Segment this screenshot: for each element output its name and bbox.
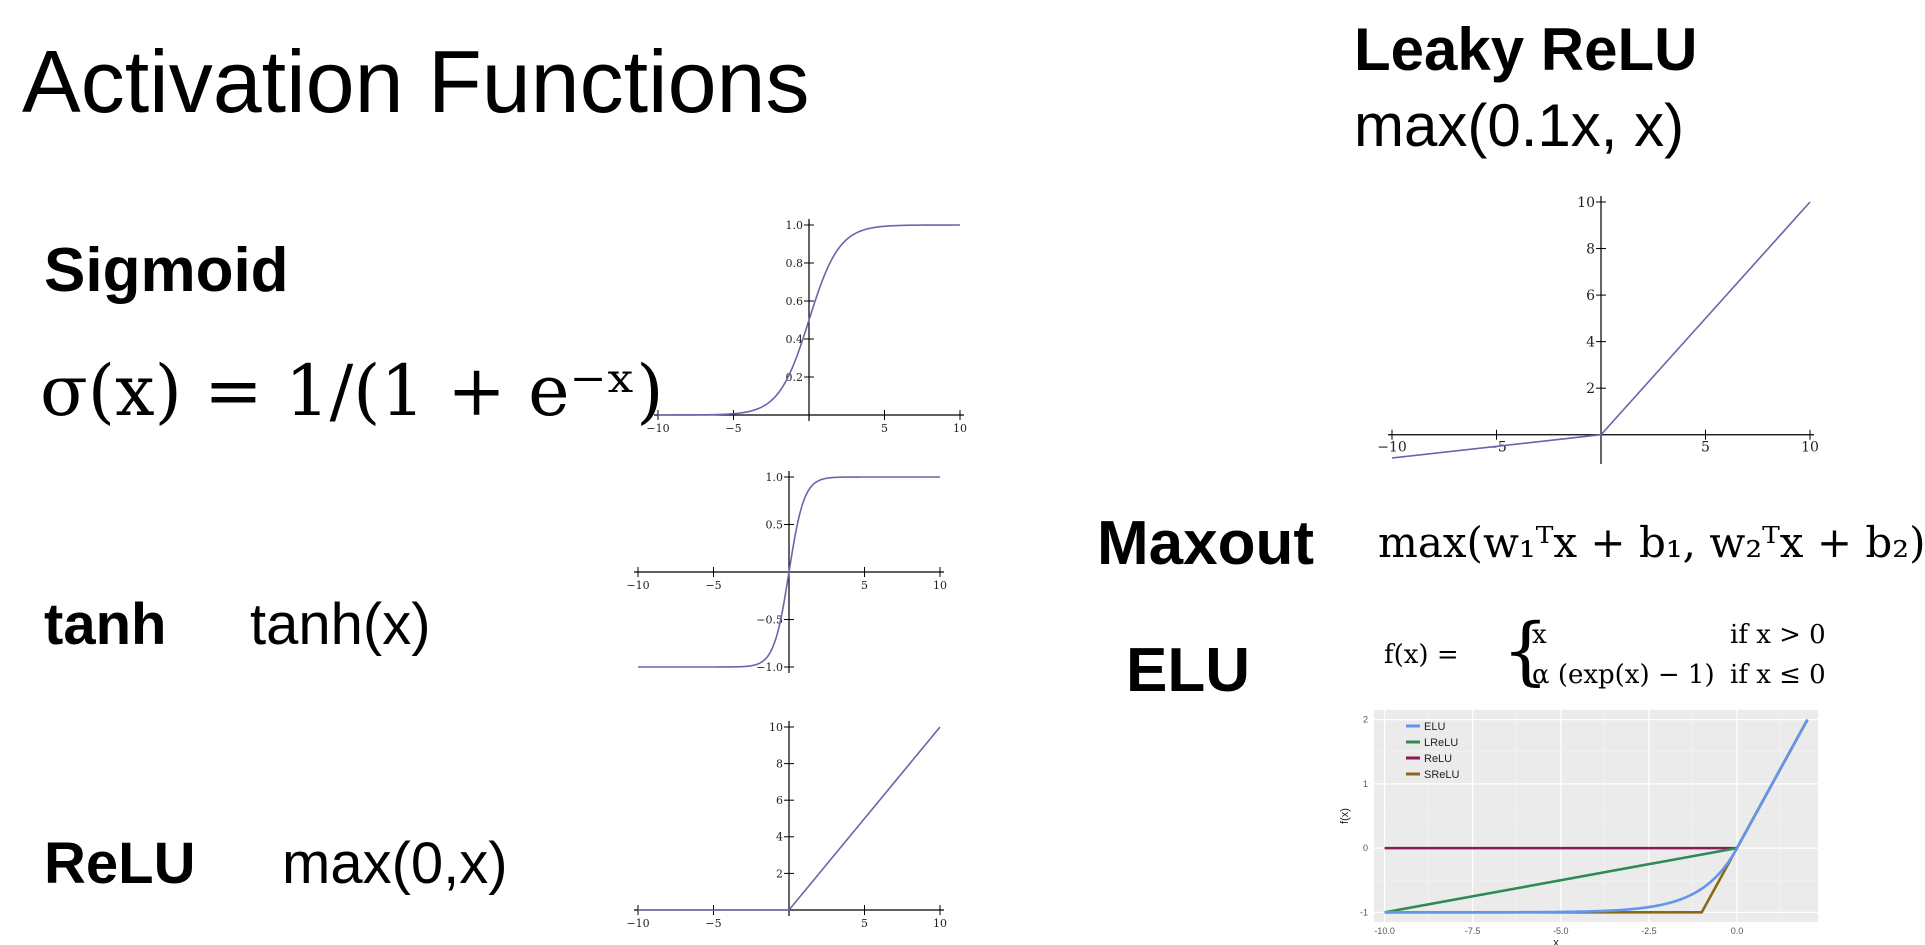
x-tick-label: 5 xyxy=(1701,440,1710,456)
legend-label-relu: ReLU xyxy=(1424,753,1452,765)
tanh-formula: tanh(x) xyxy=(250,592,431,657)
x-tick-label: -10.0 xyxy=(1374,926,1395,936)
x-tick-label: −10 xyxy=(646,422,669,435)
y-tick-label: 10 xyxy=(1577,195,1595,211)
elu-formula-cond2: if x ≤ 0 xyxy=(1730,660,1826,690)
y-tick-label: 0.4 xyxy=(786,333,804,346)
y-tick-label: 4 xyxy=(1586,335,1595,351)
elu-formula-case2: α (exp(x) − 1) xyxy=(1532,660,1715,690)
maxout-formula: max(w₁ᵀx + b₁, w₂ᵀx + b₂) xyxy=(1378,518,1925,567)
x-tick-label: −10 xyxy=(626,917,649,930)
y-tick-label: 2 xyxy=(776,867,783,880)
leaky-relu-formula: max(0.1x, x) xyxy=(1354,92,1685,159)
x-tick-label: 10 xyxy=(1801,440,1819,456)
x-tick-label: 5 xyxy=(861,917,868,930)
relu-name: ReLU xyxy=(44,831,196,896)
y-tick-label: 0.5 xyxy=(766,518,784,531)
y-tick-label: 10 xyxy=(769,721,783,734)
y-tick-label: 1.0 xyxy=(766,471,784,484)
legend-label-srelu: SReLU xyxy=(1424,769,1460,781)
relu-chart: −10 −5 5 10 2 4 6 8 10 xyxy=(626,721,947,930)
legend-label-lrelu: LReLU xyxy=(1424,737,1458,749)
x-tick-label: 0.0 xyxy=(1731,926,1744,936)
x-tick-label: −10 xyxy=(626,579,649,592)
leaky-relu-chart: −10 −5 5 10 2 4 6 8 10 xyxy=(1377,195,1819,464)
sigmoid-curve xyxy=(658,224,960,416)
relu-curve xyxy=(638,726,941,911)
elu-formula-case1: x xyxy=(1532,620,1547,650)
sigmoid-formula: σ(x) = 1/(1 + e⁻ˣ) xyxy=(40,350,664,432)
x-tick-label: 5 xyxy=(881,422,888,435)
slide-title: Activation Functions xyxy=(22,32,810,131)
maxout-name: Maxout xyxy=(1097,509,1314,578)
x-tick-label: −5 xyxy=(1486,440,1507,456)
elu-formula-brace: { xyxy=(1502,608,1550,694)
x-tick-label: −5 xyxy=(705,917,721,930)
x-tick-label: -2.5 xyxy=(1641,926,1657,936)
x-tick-label: 10 xyxy=(933,917,947,930)
y-tick-label: 4 xyxy=(776,831,783,844)
tanh-name: tanh xyxy=(44,592,167,657)
y-tick-label: 2 xyxy=(1586,381,1595,397)
series-elu-line xyxy=(1384,719,1809,914)
x-tick-label: −10 xyxy=(1377,440,1407,456)
y-tick-label: 1.0 xyxy=(786,219,804,232)
x-tick-label: 10 xyxy=(953,422,967,435)
y-tick-label: 0.8 xyxy=(786,257,804,270)
leaky-relu-name: Leaky ReLU xyxy=(1354,16,1698,83)
x-tick-label: −5 xyxy=(725,422,741,435)
tanh-curve xyxy=(638,476,940,668)
y-tick-label: 6 xyxy=(776,794,783,807)
relu-formula: max(0,x) xyxy=(282,831,508,896)
x-axis-label: x xyxy=(1553,937,1559,945)
x-tick-label: -7.5 xyxy=(1465,926,1481,936)
y-tick-label: 0.6 xyxy=(786,295,804,308)
x-tick-label: 10 xyxy=(933,579,947,592)
y-axis-label: f(x) xyxy=(1339,808,1351,824)
leaky_relu-curve xyxy=(1391,201,1811,459)
y-tick-label: −0.5 xyxy=(756,613,783,626)
y-tick-label: 8 xyxy=(1586,241,1595,257)
y-tick-label: 1 xyxy=(1363,779,1368,789)
y-tick-label: 2 xyxy=(1363,715,1368,725)
elu-name: ELU xyxy=(1126,636,1250,705)
x-tick-label: -5.0 xyxy=(1553,926,1569,936)
y-tick-label: 6 xyxy=(1586,288,1595,304)
legend-label-elu: ELU xyxy=(1424,721,1445,733)
elu-formula-cond1: if x > 0 xyxy=(1730,620,1826,650)
x-tick-label: −5 xyxy=(705,579,721,592)
elu-comparison-chart: -10.0 -7.5 -5.0 -2.5 0.0 -1 0 1 2 x f(x) ELU LReLU Re… xyxy=(1339,710,1818,945)
elu-formula-lhs: f(x) = xyxy=(1384,640,1459,670)
tanh-chart: −10 −5 5 10 −1.0 −0.5 0.5 1.0 xyxy=(626,471,947,674)
x-tick-label: 5 xyxy=(861,579,868,592)
y-tick-label: 0 xyxy=(1363,843,1368,853)
sigmoid-name: Sigmoid xyxy=(44,236,289,305)
y-tick-label: 8 xyxy=(776,757,783,770)
y-tick-label: -1 xyxy=(1360,907,1368,917)
y-tick-label: −1.0 xyxy=(756,661,783,674)
